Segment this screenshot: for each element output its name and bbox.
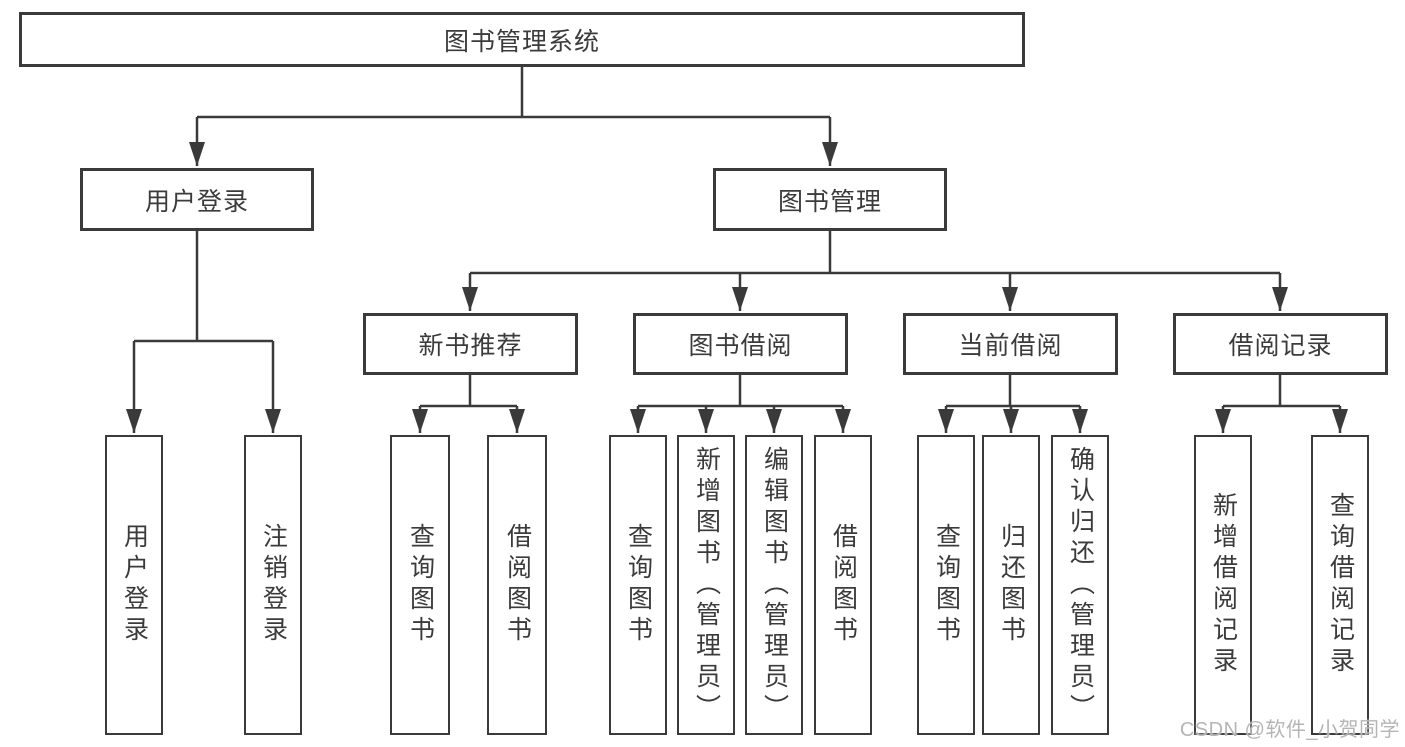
leaf-add-book-admin-label: 新增图书（管理员） — [692, 445, 721, 725]
leaf-borrow-books-borrowing-label: 借阅图书 — [829, 523, 858, 647]
node-current-borrowing: 当前借阅 — [903, 313, 1118, 375]
leaf-query-books-borrowing-label: 查询图书 — [624, 523, 653, 647]
leaf-query-books-current: 查询图书 — [917, 435, 975, 735]
node-root-label: 图书管理系统 — [443, 27, 600, 56]
node-book-management: 图书管理 — [713, 168, 947, 231]
node-new-book-recommendation-label: 新书推荐 — [418, 332, 523, 360]
node-book-borrowing: 图书借阅 — [633, 313, 848, 375]
leaf-add-borrow-record-label: 新增借阅记录 — [1209, 492, 1238, 678]
leaf-return-book: 归还图书 — [982, 435, 1040, 735]
node-user-login-label: 用户登录 — [144, 187, 249, 216]
leaf-logout-label: 注销登录 — [259, 523, 288, 647]
leaf-edit-book-admin-label: 编辑图书（管理员） — [760, 445, 789, 725]
leaf-query-borrow-record: 查询借阅记录 — [1311, 435, 1369, 735]
leaf-add-book-admin: 新增图书（管理员） — [677, 435, 735, 735]
leaf-borrow-books-borrowing: 借阅图书 — [814, 435, 872, 735]
leaf-query-books-recommend-label: 查询图书 — [406, 523, 435, 647]
leaf-query-books-borrowing: 查询图书 — [609, 435, 667, 735]
leaf-confirm-return-admin-label: 确认归还（管理员） — [1066, 445, 1095, 725]
leaf-query-books-recommend: 查询图书 — [390, 435, 450, 735]
leaf-add-borrow-record: 新增借阅记录 — [1194, 435, 1252, 735]
leaf-query-books-current-label: 查询图书 — [932, 523, 961, 647]
leaf-return-book-label: 归还图书 — [997, 523, 1026, 647]
leaf-user-login-label: 用户登录 — [120, 523, 149, 647]
node-current-borrowing-label: 当前借阅 — [958, 332, 1063, 360]
node-book-borrowing-label: 图书借阅 — [688, 332, 793, 360]
node-book-management-label: 图书管理 — [777, 187, 882, 216]
node-borrowing-records: 借阅记录 — [1173, 313, 1388, 375]
leaf-confirm-return-admin: 确认归还（管理员） — [1051, 435, 1109, 735]
leaf-edit-book-admin: 编辑图书（管理员） — [745, 435, 803, 735]
leaf-query-borrow-record-label: 查询借阅记录 — [1326, 492, 1355, 678]
leaf-user-login: 用户登录 — [105, 435, 163, 735]
leaf-borrow-books-recommend-label: 借阅图书 — [503, 523, 532, 647]
node-user-login: 用户登录 — [80, 168, 314, 231]
node-root: 图书管理系统 — [19, 12, 1025, 67]
leaf-borrow-books-recommend: 借阅图书 — [487, 435, 547, 735]
csdn-watermark: CSDN @软件_小贺同学 — [1179, 719, 1400, 741]
node-new-book-recommendation: 新书推荐 — [363, 313, 578, 375]
leaf-logout: 注销登录 — [244, 435, 302, 735]
node-borrowing-records-label: 借阅记录 — [1228, 332, 1333, 360]
